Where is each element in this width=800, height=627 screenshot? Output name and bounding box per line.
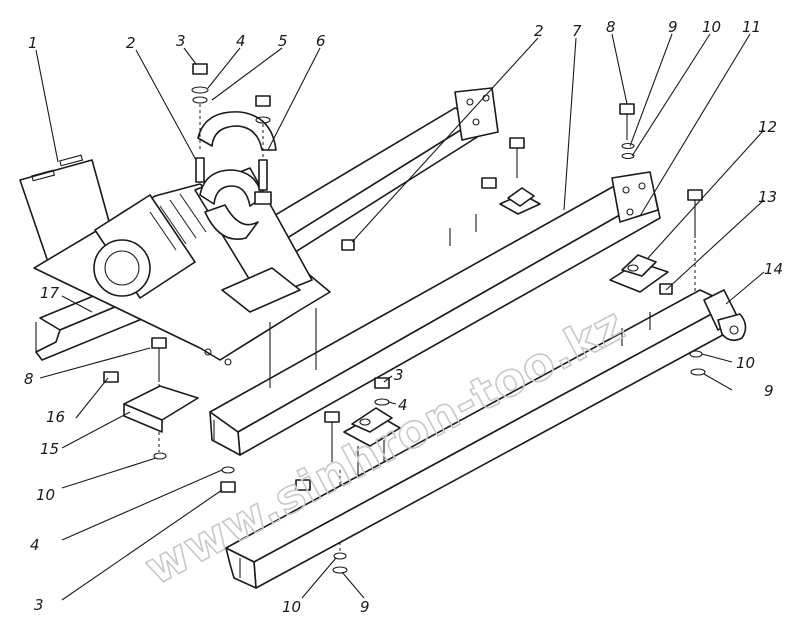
callout-5: 5: [278, 32, 288, 50]
callout-11: 11: [742, 18, 761, 36]
studs: [269, 214, 651, 388]
callout-4-middle: 4: [398, 396, 408, 414]
callout-12: 12: [758, 118, 777, 136]
callout-10-bottom: 10: [282, 598, 301, 616]
leader-lines: [35, 33, 765, 601]
callout-13: 13: [758, 188, 777, 206]
callout-10-top: 10: [702, 18, 721, 36]
callout-1: 1: [28, 34, 38, 52]
rear-channel-beam: [239, 87, 499, 269]
callout-2-left: 2: [126, 34, 136, 52]
rubber-mount-12: [609, 254, 669, 293]
callout-3-top: 3: [176, 32, 186, 50]
callout-16: 16: [46, 408, 65, 426]
callout-17: 17: [40, 284, 60, 302]
callout-9-right: 9: [764, 382, 774, 400]
callout-6: 6: [316, 32, 326, 50]
clips: [295, 177, 673, 491]
callout-10-right: 10: [736, 354, 755, 372]
front-channel-beam: [225, 289, 733, 589]
bolts: [151, 103, 703, 462]
callout-3-left: 3: [34, 596, 44, 614]
bracket-15: [103, 371, 199, 433]
callout-14: 14: [764, 260, 783, 278]
callout-8-top: 8: [606, 18, 616, 36]
callout-15: 15: [40, 440, 59, 458]
callout-9-top: 9: [668, 18, 678, 36]
callout-10-left: 10: [36, 486, 55, 504]
central-channel-7: [209, 179, 661, 456]
cap-and-nuts: [191, 63, 277, 205]
callout-2-right: 2: [534, 22, 544, 40]
callout-7: 7: [572, 22, 582, 40]
callout-9-bottom: 9: [360, 598, 370, 616]
callout-3-middle: 3: [394, 366, 404, 384]
callout-4-left: 4: [30, 536, 40, 554]
callout-8-left: 8: [24, 370, 34, 388]
upper-bracket-11: [611, 171, 659, 223]
beam-mount-upper: [499, 187, 541, 215]
callout-4-top: 4: [236, 32, 246, 50]
bearing-bracket-1: [19, 154, 331, 366]
callout-labels: 1 2 3 4 5 6 2 7 8 9 10 11 12 13 14 17 8 …: [24, 18, 783, 616]
bracket-14: [703, 289, 747, 342]
